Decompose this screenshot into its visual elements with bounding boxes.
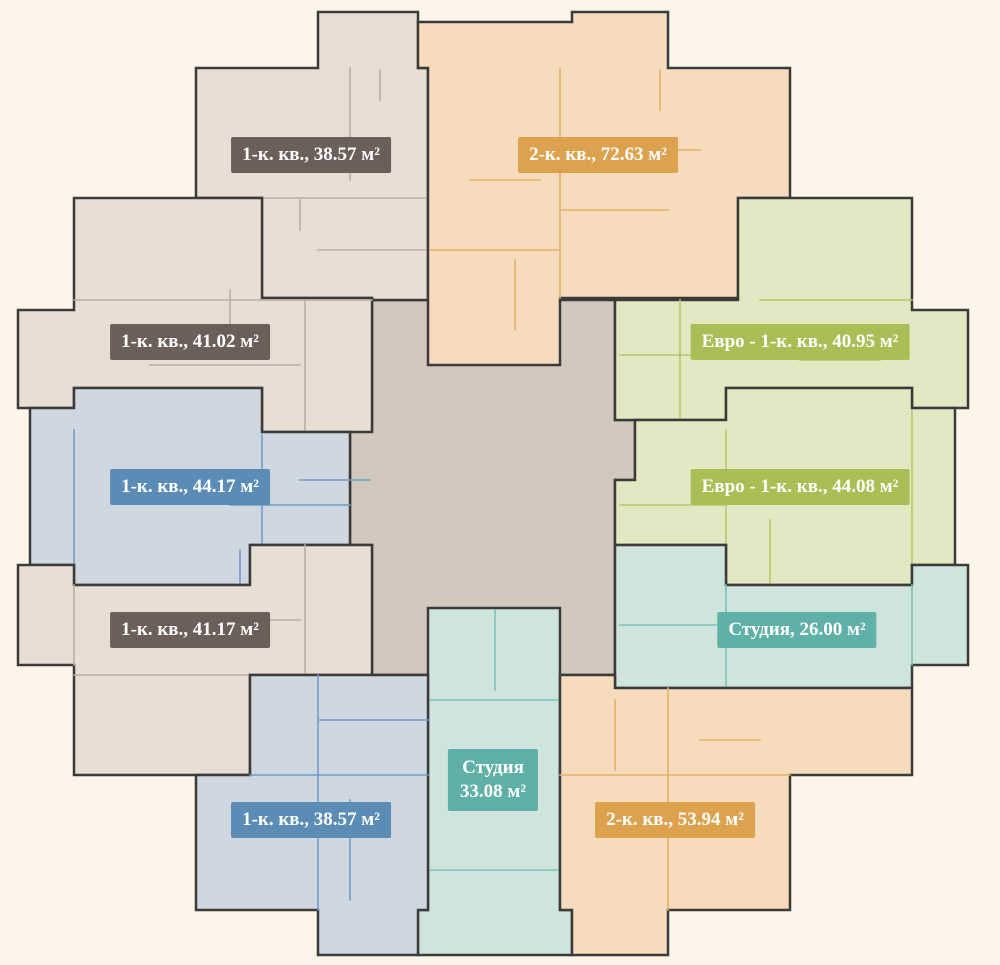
label-1k-41-02[interactable]: 1-к. кв., 41.02 м² <box>110 324 270 360</box>
label-1k-44-17[interactable]: 1-к. кв., 44.17 м² <box>110 469 270 505</box>
label-studio-33-08[interactable]: Студия 33.08 м² <box>447 749 539 811</box>
label-2k-53-94[interactable]: 2-к. кв., 53.94 м² <box>595 802 755 838</box>
label-2k-72-63[interactable]: 2-к. кв., 72.63 м² <box>518 137 678 173</box>
label-studio-33-08-line1: Студия <box>462 757 524 778</box>
label-1k-38-57-bottom[interactable]: 1-к. кв., 38.57 м² <box>231 802 391 838</box>
label-1k-38-57-top[interactable]: 1-к. кв., 38.57 м² <box>231 137 391 173</box>
label-euro-44-08[interactable]: Евро - 1-к. кв., 44.08 м² <box>690 469 910 505</box>
label-studio-33-08-line2: 33.08 м² <box>459 781 527 802</box>
label-euro-40-95[interactable]: Евро - 1-к. кв., 40.95 м² <box>690 324 910 360</box>
label-studio-26-00[interactable]: Студия, 26.00 м² <box>717 612 877 648</box>
label-1k-41-17[interactable]: 1-к. кв., 41.17 м² <box>110 612 270 648</box>
